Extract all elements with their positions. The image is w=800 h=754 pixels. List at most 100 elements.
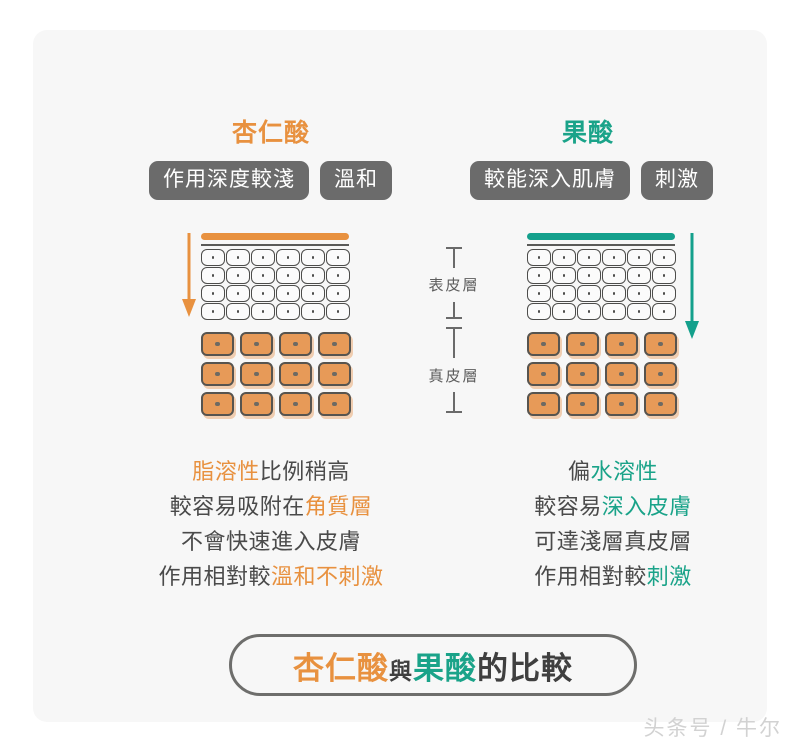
scale-label-dermis: 真皮層 [428,368,480,385]
epidermis-cell [627,267,651,284]
epidermis-cell [251,249,275,266]
description-segment: 不會快速進入皮膚 [180,529,361,554]
epidermis-cell [602,249,626,266]
penetration-arrow-right-icon [683,233,701,346]
epidermis-cell [602,267,626,284]
skin-depth-scale: 表皮層 真皮層 [416,240,492,425]
summary-banner-segment: 與 [389,657,413,684]
epidermis-cell [201,285,225,302]
dermis-cell-grid-right [527,332,679,416]
epidermis-cell [602,285,626,302]
epidermis-cell [627,249,651,266]
dermis-cell [318,362,351,386]
dermis-cell [527,392,560,416]
dermis-cell [279,392,312,416]
description-line: 較容易深入皮膚 [463,489,763,524]
epidermis-cell [552,285,576,302]
description-segment: 角質層 [304,494,373,519]
tag-right-1: 較能深入肌膚 [470,161,630,200]
column-title-right: 果酸 [561,119,614,147]
description-segment: 水溶性 [590,459,659,484]
description-segment: 較容易 [534,494,602,519]
dermis-cell [279,362,312,386]
epidermis-cell [552,249,576,266]
epidermis-cell [226,285,250,302]
epidermis-cell [301,249,325,266]
epidermis-cell-grid-left [201,249,351,320]
description-line: 脂溶性比例稍高 [121,454,421,489]
description-segment: 溫和不刺激 [271,564,384,589]
description-segment: 比例稍高 [259,459,350,484]
tag-right-2: 刺激 [641,161,713,200]
description-line: 不會快速進入皮膚 [121,524,421,559]
epidermis-cell [652,303,676,320]
dermis-cell [644,362,677,386]
summary-banner-segment: 果酸 [413,650,477,686]
dermis-cell [318,392,351,416]
description-line: 可達淺層真皮層 [463,524,763,559]
epidermis-cell [652,249,676,266]
column-title-left: 杏仁酸 [231,119,310,147]
skin-surface-line-left [201,244,349,246]
description-line: 作用相對較溫和不刺激 [121,559,421,594]
epidermis-cell [326,267,350,284]
penetration-arrow-left-icon [180,233,198,324]
tag-row-left: 作用深度較淺 溫和 [149,161,392,200]
dermis-cell [240,392,273,416]
dermis-cell [527,332,560,356]
summary-banner-segment: 杏仁酸 [293,650,389,686]
epidermis-cell [527,303,551,320]
epidermis-cell [226,267,250,284]
epidermis-cell [652,285,676,302]
epidermis-cell [326,285,350,302]
dermis-cell [240,362,273,386]
dermis-cell [240,332,273,356]
epidermis-cell [201,249,225,266]
epidermis-cell [251,267,275,284]
tag-row-right: 較能深入肌膚 刺激 [470,161,713,200]
epidermis-cell [251,303,275,320]
summary-banner: 杏仁酸與果酸的比較 [229,634,637,696]
scale-label-epidermis: 表皮層 [428,277,480,294]
dermis-cell [605,332,638,356]
description-segment: 較容易吸附在 [169,494,305,519]
epidermis-cell [527,267,551,284]
epidermis-cell [276,267,300,284]
description-line: 偏水溶性 [463,454,763,489]
epidermis-cell [276,249,300,266]
epidermis-cell [201,303,225,320]
epidermis-cell [627,285,651,302]
skin-surface-bar-right [527,233,675,240]
dermis-cell [566,392,599,416]
epidermis-cell [577,267,601,284]
description-segment: 作用相對較 [534,564,647,589]
epidermis-cell [577,285,601,302]
dermis-cell [644,332,677,356]
epidermis-cell [552,267,576,284]
epidermis-cell [226,249,250,266]
description-right: 偏水溶性較容易深入皮膚可達淺層真皮層作用相對較刺激 [463,454,763,594]
dermis-cell [201,332,234,356]
epidermis-cell [527,249,551,266]
summary-banner-segment: 的比較 [477,650,573,686]
skin-surface-line-right [527,244,675,246]
epidermis-cell [326,303,350,320]
epidermis-cell [527,285,551,302]
description-segment: 可達淺層真皮層 [534,529,692,554]
skin-surface-bar-left [201,233,349,240]
dermis-cell [605,362,638,386]
dermis-cell [644,392,677,416]
tag-left-1: 作用深度較淺 [149,161,309,200]
epidermis-cell [652,267,676,284]
epidermis-cell [276,285,300,302]
tag-left-2: 溫和 [320,161,392,200]
epidermis-cell [276,303,300,320]
watermark: 头条号 / 牛尔 [643,717,782,740]
epidermis-cell [577,249,601,266]
summary-banner-text: 杏仁酸與果酸的比較 [293,643,573,688]
dermis-cell [605,392,638,416]
epidermis-cell [627,303,651,320]
description-segment: 偏 [567,459,591,484]
description-segment: 深入皮膚 [601,494,692,519]
dermis-cell [201,392,234,416]
